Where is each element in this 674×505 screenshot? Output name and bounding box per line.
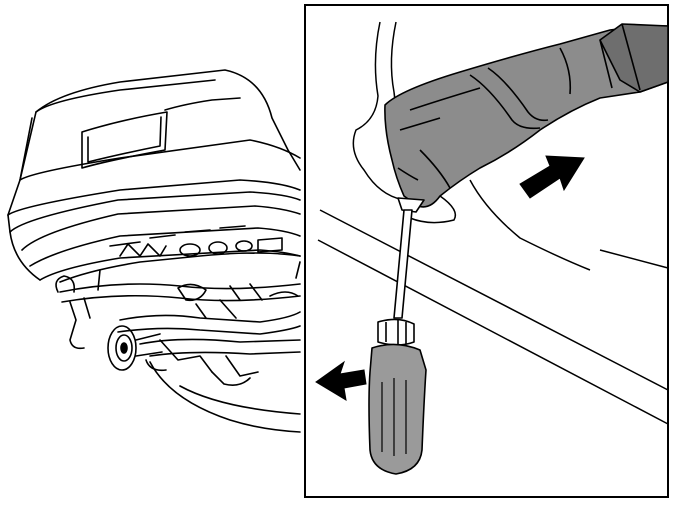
seat-pan-pattern — [59, 225, 301, 291]
arrow-push-cover — [519, 155, 585, 199]
seat-frame-rails — [55, 275, 301, 377]
arrow-insert-screwdriver — [315, 360, 367, 401]
seat-side-panel — [317, 21, 669, 425]
trim-cover — [384, 23, 669, 208]
floor-outline — [149, 361, 301, 433]
screwdriver — [368, 197, 427, 475]
seat-cushion — [7, 69, 301, 281]
seat-mounting-brackets — [107, 325, 251, 386]
detail-view — [304, 4, 669, 498]
seat-underside-view — [7, 69, 301, 433]
